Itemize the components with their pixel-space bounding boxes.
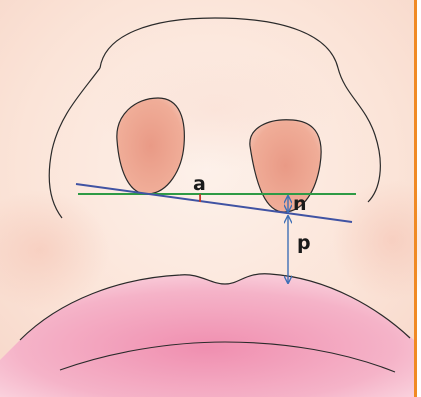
label-a: a: [193, 173, 206, 195]
label-p: p: [297, 232, 311, 254]
label-n: n: [293, 193, 307, 215]
side-border: [414, 0, 417, 397]
